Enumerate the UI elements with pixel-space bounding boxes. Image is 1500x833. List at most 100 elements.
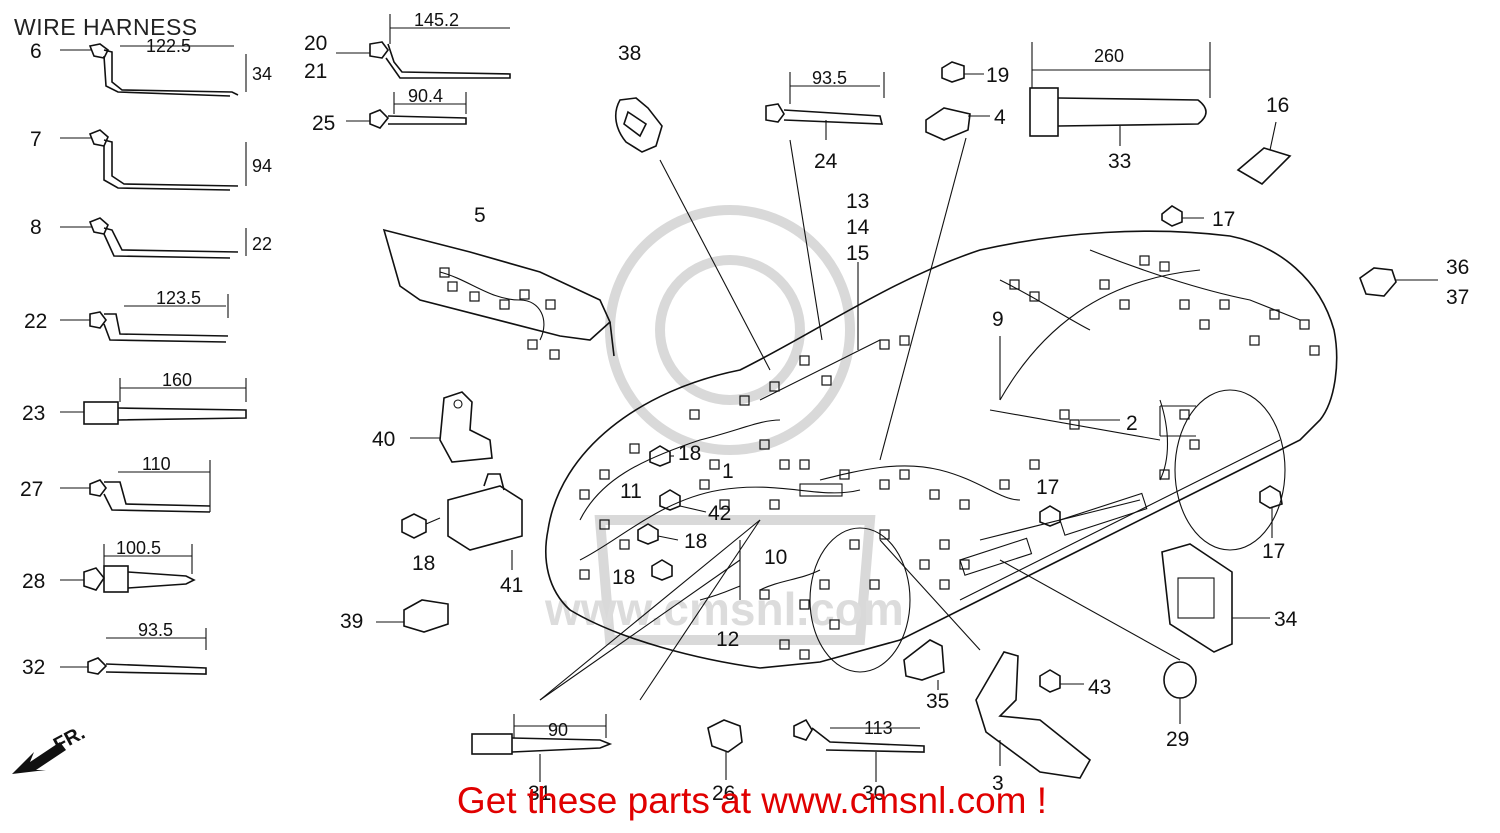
- dim-28: 100.5: [116, 538, 161, 558]
- harness-connector: [545, 299, 556, 310]
- label-42: 42: [708, 502, 731, 525]
- part-39-sensor: [376, 599, 449, 633]
- part-43-bolt: [1039, 669, 1084, 693]
- label-2: 2: [1126, 412, 1138, 435]
- dim-24: 93.5: [812, 68, 847, 88]
- watermark: www.cmsnl.com: [544, 205, 904, 645]
- dim-6-height: 34: [252, 64, 272, 84]
- label-6: 6: [30, 40, 42, 63]
- label-40: 40: [372, 428, 395, 451]
- harness-connector: [439, 267, 450, 278]
- harness-connector: [819, 579, 830, 590]
- part-17-bolts-right: [1039, 485, 1283, 538]
- label-37: 37: [1446, 286, 1469, 309]
- part-23-tie: [60, 378, 247, 425]
- part-17-bolt-top: [1161, 205, 1204, 227]
- part-30-tie: [793, 718, 925, 782]
- harness-connector: [1009, 279, 1020, 290]
- harness-connector: [1219, 299, 1230, 310]
- label-27: 27: [20, 478, 43, 501]
- part-7-bracket: [60, 129, 247, 191]
- dim-30: 113: [864, 718, 893, 738]
- part-40-bracket: [410, 391, 493, 463]
- harness-connector: [769, 381, 780, 392]
- label-17-mid: 17: [1036, 476, 1059, 499]
- label-18-d: 18: [412, 552, 435, 575]
- harness-connector: [919, 559, 930, 570]
- harness-connector: [1119, 299, 1130, 310]
- part-3-bracket: [975, 651, 1092, 779]
- harness-connector: [799, 649, 810, 660]
- label-15: 15: [846, 242, 869, 265]
- promo-banner-text[interactable]: Get these parts at www.cmsnl.com !: [456, 780, 1048, 821]
- harness-connector: [959, 559, 970, 570]
- label-23: 23: [22, 402, 45, 425]
- harness-connector: [599, 469, 610, 480]
- part-18-bolt-left: [401, 513, 441, 539]
- label-24: 24: [814, 150, 838, 173]
- label-5: 5: [474, 204, 486, 227]
- harness-connector: [899, 469, 910, 480]
- part-6-bracket: [60, 43, 247, 97]
- part-29-grommet: [1163, 661, 1197, 724]
- label-29: 29: [1166, 728, 1189, 751]
- label-19: 19: [986, 64, 1009, 87]
- part-27-bracket: [60, 460, 211, 513]
- harness-connector: [1249, 335, 1260, 346]
- harness-connector: [1179, 299, 1190, 310]
- harness-connector: [1029, 291, 1040, 302]
- harness-connector: [779, 639, 790, 650]
- harness-connector: [879, 479, 890, 490]
- part-35-bracket: [903, 639, 945, 690]
- label-26: 26: [712, 782, 735, 805]
- harness-connector: [1029, 459, 1040, 470]
- label-35: 35: [926, 690, 949, 713]
- dimension-labels: 122.5 34 94 22 123.5 160 110 100.5 93.5 …: [116, 10, 1124, 740]
- harness-connector: [759, 589, 770, 600]
- promo-banner[interactable]: Get these parts at www.cmsnl.com !: [0, 780, 1500, 822]
- part-32-tie: [60, 628, 207, 675]
- bottom-part-labels: 31 26 30: [528, 782, 885, 805]
- label-16: 16: [1266, 94, 1289, 117]
- harness-connector: [619, 539, 630, 550]
- harness-connector: [779, 459, 790, 470]
- label-4: 4: [994, 106, 1006, 129]
- dim-22: 123.5: [156, 288, 201, 308]
- harness-connectors: [439, 255, 1320, 660]
- harness-connector: [447, 281, 458, 292]
- harness-connector: [999, 479, 1010, 490]
- harness-connector: [929, 489, 940, 500]
- harness-connector: [1069, 419, 1080, 430]
- harness-connector: [769, 499, 780, 510]
- label-32: 32: [22, 656, 45, 679]
- harness-connector: [829, 619, 840, 630]
- part-25-tie: [346, 92, 467, 129]
- label-17-top: 17: [1212, 208, 1235, 231]
- part-22-bracket: [60, 294, 229, 343]
- harness-connector: [1159, 261, 1170, 272]
- part-number-labels: 6 7 8 22 23 27 28 32 20 21 25 38 24 19 4…: [20, 32, 1469, 795]
- label-38: 38: [618, 42, 641, 65]
- label-43: 43: [1088, 676, 1111, 699]
- harness-connector: [959, 499, 970, 510]
- label-7: 7: [30, 128, 42, 151]
- harness-connector: [799, 355, 810, 366]
- harness-connector: [599, 519, 610, 530]
- part-26-clip: [707, 719, 743, 780]
- dim-25: 90.4: [408, 86, 443, 106]
- dim-31: 90: [548, 720, 568, 740]
- harness-connector: [709, 459, 720, 470]
- label-18-c: 18: [612, 566, 635, 589]
- harness-connector: [579, 489, 590, 500]
- harness-connector: [839, 469, 850, 480]
- label-20: 20: [304, 32, 327, 55]
- harness-connector: [1099, 279, 1110, 290]
- harness-connector: [1059, 409, 1070, 420]
- label-31: 31: [528, 782, 551, 805]
- label-28: 28: [22, 570, 45, 593]
- dim-7-height: 94: [252, 156, 272, 176]
- harness-connector: [739, 395, 750, 406]
- harness-connector: [499, 299, 510, 310]
